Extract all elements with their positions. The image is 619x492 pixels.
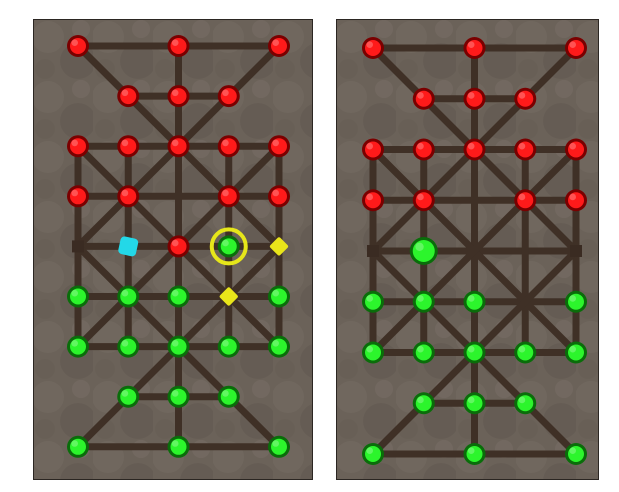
red-piece[interactable] bbox=[167, 35, 190, 57]
green-piece[interactable] bbox=[362, 341, 384, 364]
red-piece[interactable] bbox=[362, 189, 384, 212]
red-piece[interactable] bbox=[167, 85, 190, 108]
red-piece[interactable] bbox=[167, 235, 190, 258]
board-line bbox=[175, 92, 233, 150]
green-piece[interactable] bbox=[167, 435, 190, 458]
yellow-move-marker-icon[interactable] bbox=[269, 237, 289, 257]
green-piece[interactable] bbox=[268, 285, 290, 308]
red-piece[interactable] bbox=[268, 35, 290, 57]
green-piece[interactable] bbox=[463, 341, 486, 364]
red-piece[interactable] bbox=[217, 85, 240, 108]
red-piece[interactable] bbox=[268, 185, 290, 208]
red-piece[interactable] bbox=[514, 189, 537, 212]
red-piece[interactable] bbox=[67, 135, 89, 158]
green-piece[interactable] bbox=[565, 341, 587, 364]
green-piece[interactable] bbox=[209, 227, 248, 266]
right-board[interactable] bbox=[336, 19, 599, 480]
empty-point[interactable] bbox=[367, 245, 379, 257]
red-piece[interactable] bbox=[362, 37, 384, 59]
board-line bbox=[420, 349, 478, 407]
red-piece[interactable] bbox=[117, 85, 140, 108]
left-board[interactable] bbox=[33, 19, 313, 480]
green-piece[interactable] bbox=[463, 392, 486, 415]
red-piece[interactable] bbox=[362, 138, 384, 161]
empty-point[interactable] bbox=[570, 245, 582, 257]
green-piece[interactable] bbox=[268, 335, 290, 358]
red-piece[interactable] bbox=[412, 87, 435, 110]
board-line bbox=[124, 92, 182, 150]
green-piece[interactable] bbox=[268, 435, 290, 458]
board-line bbox=[420, 95, 478, 153]
green-piece[interactable] bbox=[117, 335, 140, 358]
green-piece[interactable] bbox=[412, 341, 435, 364]
right-board-svg[interactable] bbox=[336, 19, 599, 480]
green-piece[interactable] bbox=[167, 285, 190, 308]
board-line bbox=[175, 343, 233, 401]
red-piece[interactable] bbox=[412, 189, 435, 212]
green-piece[interactable] bbox=[217, 385, 240, 408]
green-piece[interactable] bbox=[167, 335, 190, 358]
board-line bbox=[471, 349, 529, 407]
board-line bbox=[521, 399, 580, 458]
green-piece[interactable] bbox=[514, 392, 537, 415]
yellow-move-marker-icon[interactable] bbox=[219, 287, 239, 307]
red-piece[interactable] bbox=[565, 37, 587, 59]
cyan-marker-icon[interactable] bbox=[118, 236, 139, 257]
board-line bbox=[521, 44, 580, 103]
board-line bbox=[225, 42, 283, 100]
green-piece[interactable] bbox=[463, 290, 486, 313]
red-piece[interactable] bbox=[117, 135, 140, 158]
board-line bbox=[471, 247, 580, 356]
green-piece[interactable] bbox=[409, 237, 438, 265]
green-piece[interactable] bbox=[117, 285, 140, 308]
board-line bbox=[74, 393, 132, 451]
red-piece[interactable] bbox=[67, 35, 89, 57]
red-piece[interactable] bbox=[217, 185, 240, 208]
board-line bbox=[225, 393, 283, 451]
red-piece[interactable] bbox=[565, 138, 587, 161]
board-line bbox=[124, 343, 182, 401]
green-piece[interactable] bbox=[362, 290, 384, 313]
green-piece[interactable] bbox=[117, 385, 140, 408]
red-piece[interactable] bbox=[514, 138, 537, 161]
green-piece[interactable] bbox=[565, 290, 587, 313]
green-piece[interactable] bbox=[565, 443, 587, 465]
green-piece[interactable] bbox=[167, 385, 190, 408]
red-piece[interactable] bbox=[463, 87, 486, 110]
red-piece[interactable] bbox=[217, 135, 240, 158]
empty-point[interactable] bbox=[72, 240, 84, 253]
red-piece[interactable] bbox=[117, 185, 140, 208]
red-piece[interactable] bbox=[268, 135, 290, 158]
red-piece[interactable] bbox=[463, 37, 486, 59]
board-line bbox=[369, 44, 428, 103]
board-line bbox=[369, 399, 428, 458]
red-piece[interactable] bbox=[167, 135, 190, 158]
board-line bbox=[471, 95, 529, 153]
green-piece[interactable] bbox=[67, 335, 89, 358]
green-piece[interactable] bbox=[412, 392, 435, 415]
green-piece[interactable] bbox=[463, 443, 486, 465]
board-line bbox=[369, 146, 580, 356]
green-piece[interactable] bbox=[67, 435, 89, 458]
left-board-svg[interactable] bbox=[33, 19, 313, 480]
red-piece[interactable] bbox=[412, 138, 435, 161]
red-piece[interactable] bbox=[514, 87, 537, 110]
red-piece[interactable] bbox=[565, 189, 587, 212]
green-piece[interactable] bbox=[217, 335, 240, 358]
green-piece[interactable] bbox=[67, 285, 89, 308]
red-piece[interactable] bbox=[463, 138, 486, 161]
green-piece[interactable] bbox=[412, 290, 435, 313]
red-piece[interactable] bbox=[67, 185, 89, 208]
board-line bbox=[74, 42, 132, 100]
green-piece[interactable] bbox=[514, 341, 537, 364]
green-piece[interactable] bbox=[362, 443, 384, 465]
